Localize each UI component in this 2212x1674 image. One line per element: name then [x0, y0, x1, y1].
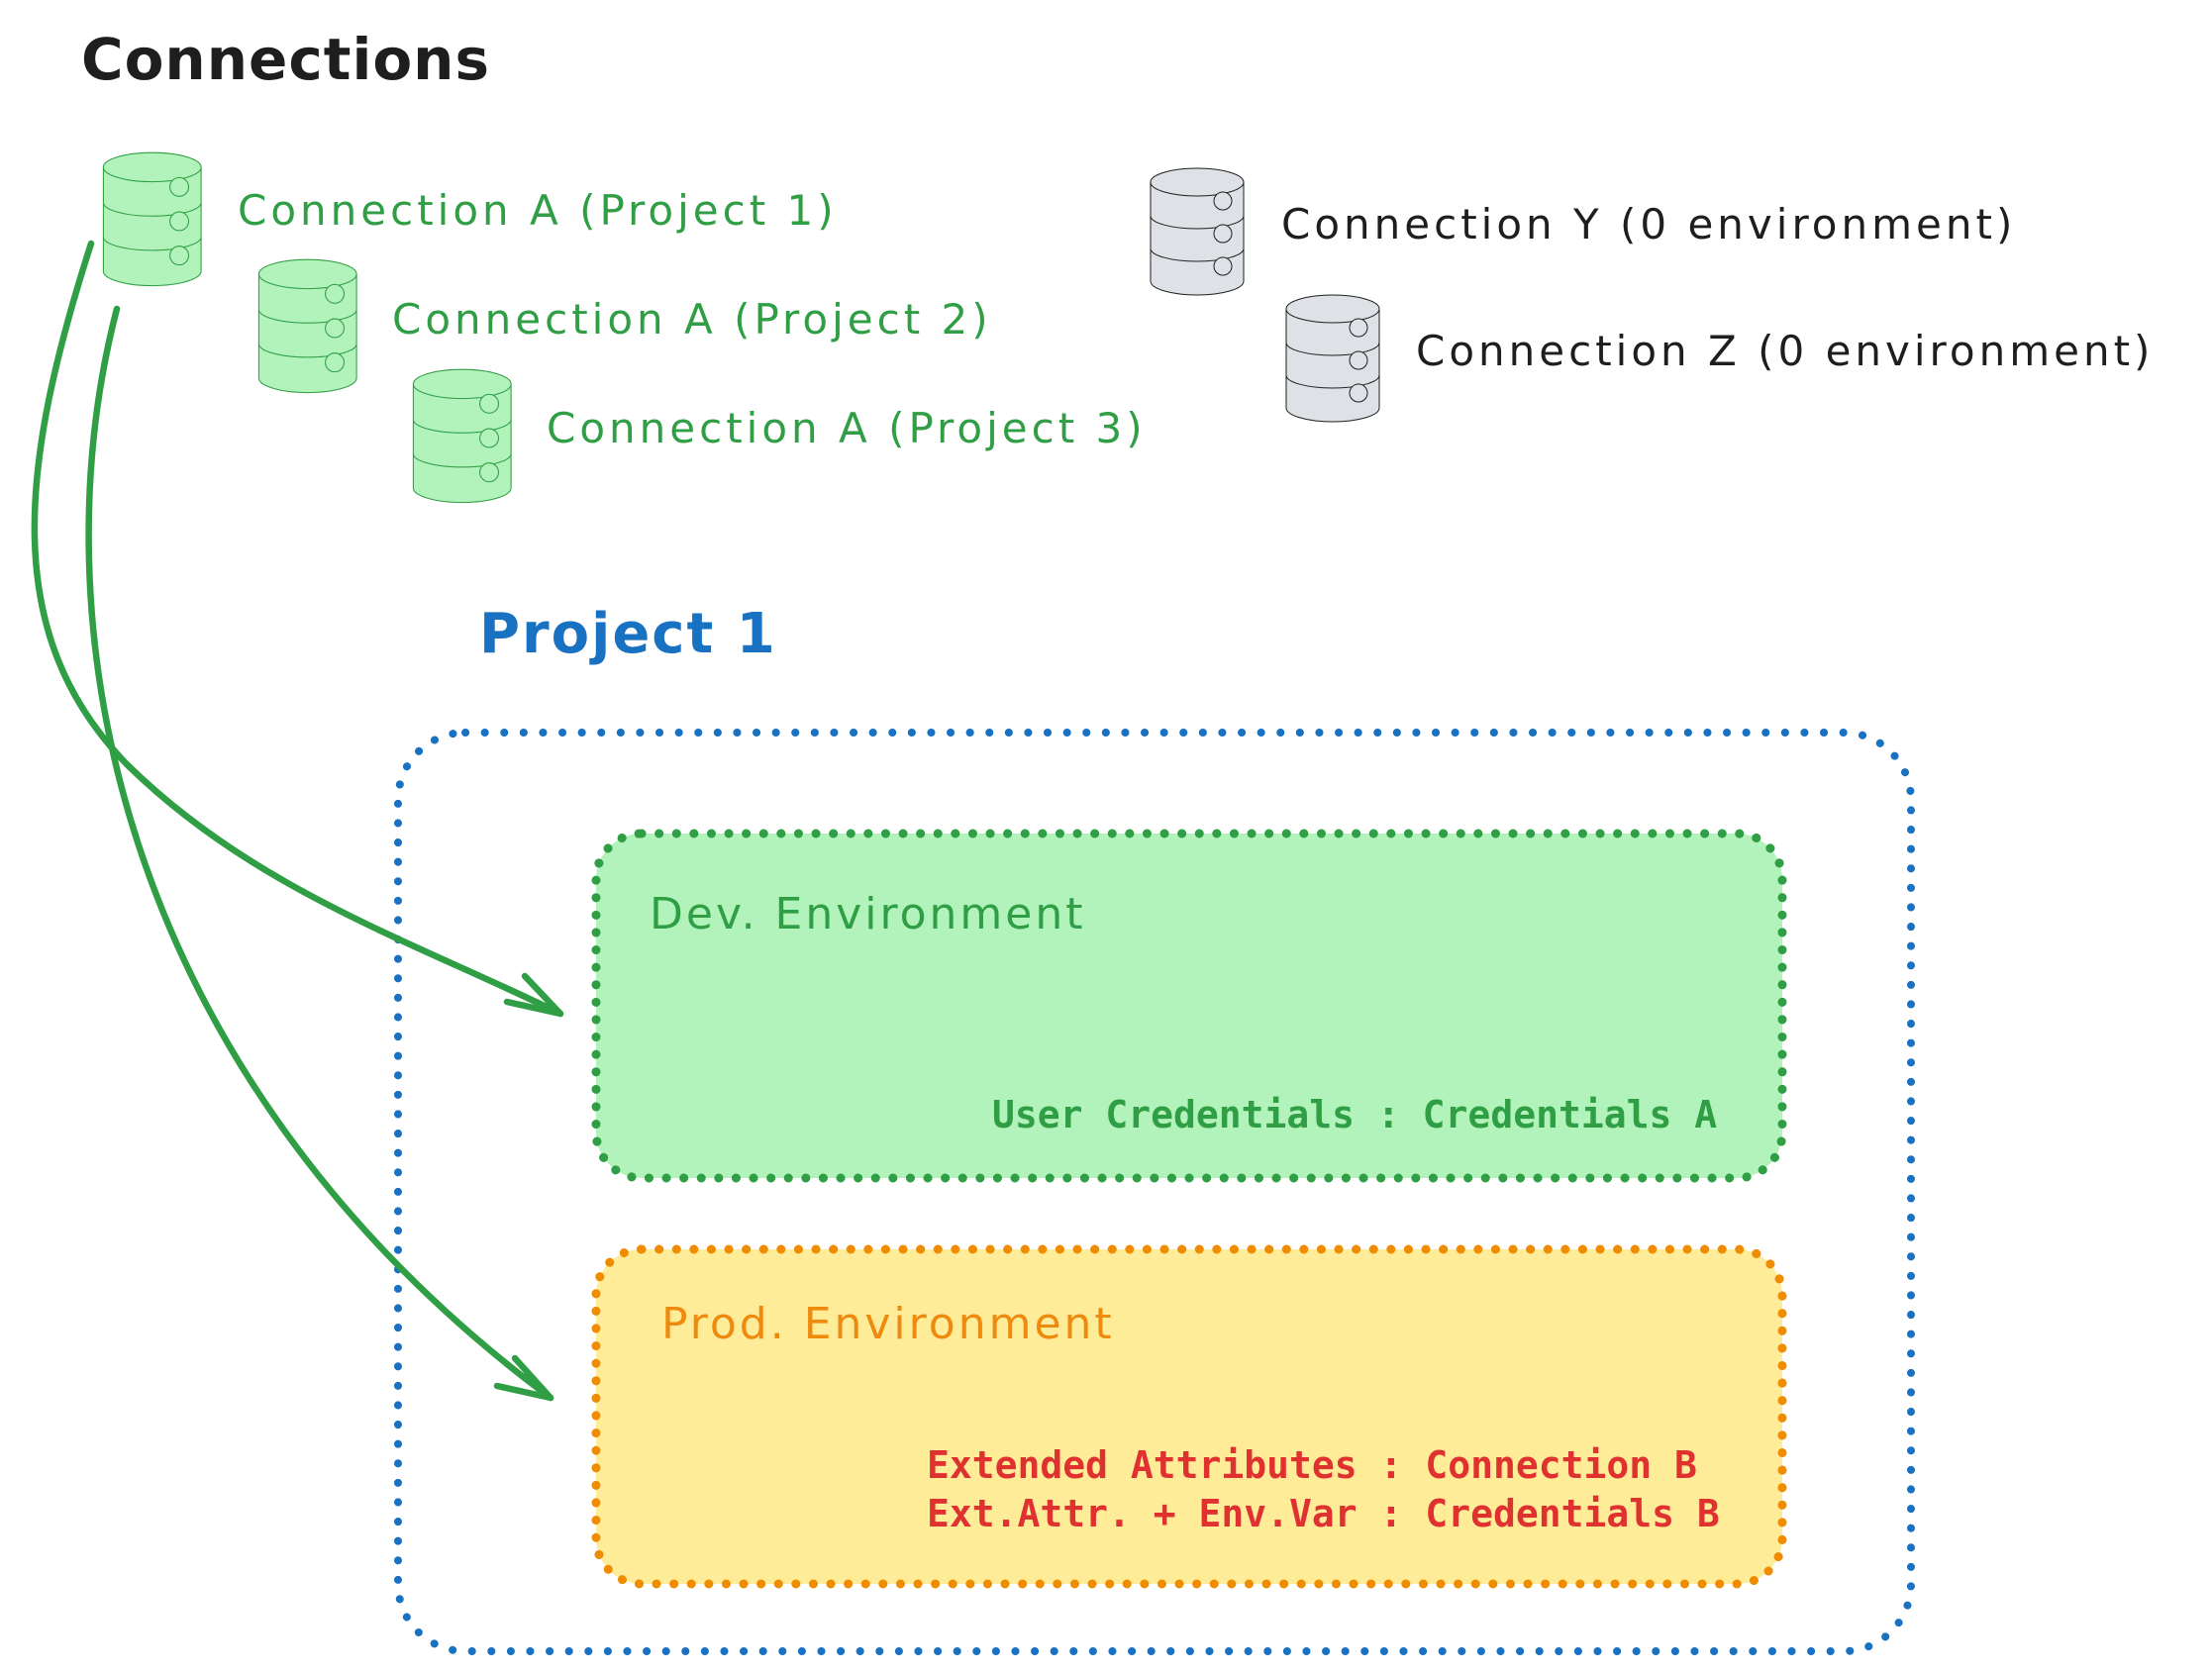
arrowhead-prod [493, 1354, 554, 1402]
prod-mapping-lines: Extended Attributes : Connection B Ext.A… [927, 1441, 1720, 1538]
connection-z-label: Connection Z (0 environment) [1416, 327, 2155, 375]
arrow-to-prod-environment [85, 305, 554, 1402]
prod-environment-box [591, 1244, 1787, 1589]
connection-a-project-3-label: Connection A (Project 3) [547, 404, 1147, 452]
dev-environment-box [591, 829, 1787, 1183]
database-icon-connection-y [1150, 167, 1245, 296]
dev-environment-title: Dev. Environment [650, 889, 1086, 939]
database-icon-connection-a-project-2 [257, 258, 357, 394]
prod-mapping-line-1: Extended Attributes : Connection B [927, 1443, 1697, 1487]
connection-y-label: Connection Y (0 environment) [1281, 200, 2017, 248]
page-title: Connections [81, 26, 490, 93]
arrowhead-dev [503, 972, 564, 1018]
connection-a-project-2-label: Connection A (Project 2) [392, 295, 992, 344]
prod-environment-title: Prod. Environment [661, 1299, 1115, 1349]
dev-credentials-text: User Credentials : Credentials A [992, 1093, 1718, 1136]
prod-mapping-line-2: Ext.Attr. + Env.Var : Credentials B [927, 1492, 1720, 1535]
project-1-boundary-box [394, 729, 1915, 1655]
project-1-title: Project 1 [479, 602, 777, 666]
database-icon-connection-z [1285, 294, 1380, 423]
connection-a-project-1-label: Connection A (Project 1) [238, 186, 838, 235]
database-icon-connection-a-project-3 [412, 368, 512, 504]
database-icon-connection-a-project-1 [102, 151, 202, 287]
arrow-to-dev-environment [31, 240, 564, 1018]
